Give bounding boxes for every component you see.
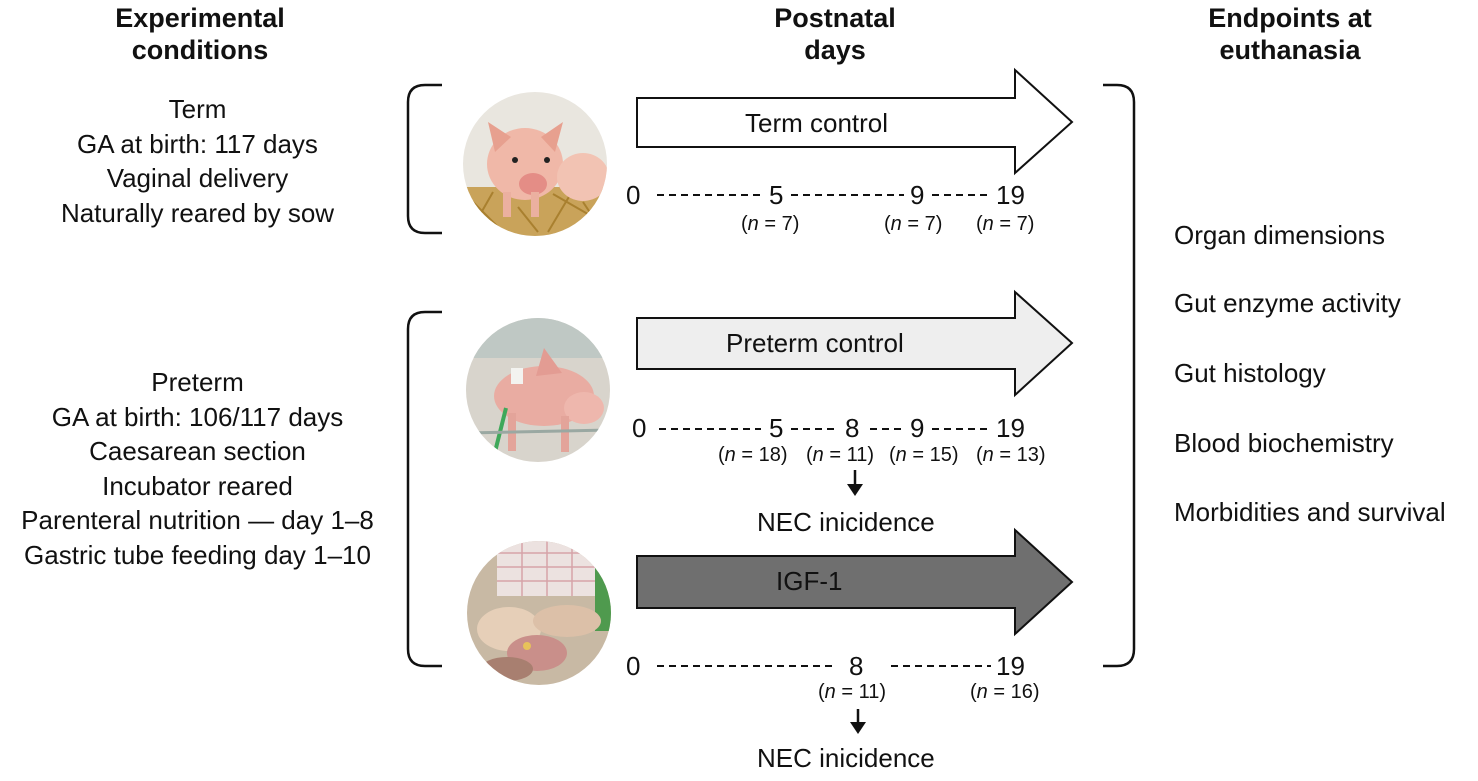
preterm-bracket [406,310,442,668]
igf-arrow-label: IGF-1 [776,566,843,596]
preterm-line: Caesarean section [89,436,306,466]
preterm-line: Parenteral nutrition — day 1–8 [21,505,374,535]
down-arrow-icon [847,470,863,496]
preterm-conditions: Preterm GA at birth: 106/117 days Caesar… [0,365,395,572]
preterm-control-arrow-label: Preterm control [726,328,904,358]
preterm-piglet-photo [466,318,610,462]
endpoints-bracket [1103,83,1136,668]
preterm-line: GA at birth: 106/117 days [51,401,344,432]
endpoint-item: Morbidities and survival [1174,497,1446,527]
sample-size: (n = 13) [976,444,1046,466]
nec-incidence-label: NEC inicidence [757,743,935,773]
sample-size: (n = 15) [889,444,959,466]
term-line: Naturally reared by sow [60,197,335,228]
header-endpoints-line1: Endpoints at [1208,3,1372,33]
sample-size: (n = 11) [818,681,887,703]
igf-treatment-photo [467,541,611,685]
endpoint-item: Blood biochemistry [1174,428,1394,458]
term-conditions: Term GA at birth: 117 days Vaginal deliv… [20,92,375,230]
term-arrow-label: Term control [745,108,889,138]
term-line: Term [168,94,227,124]
term-piglet-photo [463,92,607,236]
sample-size: (n = 16) [970,681,1040,703]
preterm-line: Preterm [151,367,244,397]
header-endpoints: Endpoints at euthanasia [1145,2,1435,66]
timeline-day: 8 [849,651,864,681]
preterm-line: Incubator reared [102,470,293,501]
timeline-day: 19 [996,413,1025,443]
term-line: Vaginal delivery [106,163,289,193]
timeline-day: 0 [632,413,647,443]
header-days-line2: days [804,35,866,65]
term-line: GA at birth: 117 days [77,128,318,159]
timeline-day: 5 [769,180,784,210]
timeline-day: 9 [910,180,925,210]
header-days: Postnatal days [690,2,980,66]
sample-size: (n = 18) [718,444,788,466]
endpoint-item: Gut enzyme activity [1174,288,1401,318]
sample-size: (n = 7) [884,213,943,235]
preterm-control-arrow [636,289,1074,398]
header-days-line1: Postnatal [774,3,896,33]
endpoint-item: Organ dimensions [1174,220,1385,250]
timeline-day: 19 [996,180,1025,210]
igf-arrow [636,527,1074,637]
timeline-day: 5 [769,413,784,443]
timeline-day: 19 [996,651,1025,681]
sample-size: (n = 11) [806,444,875,466]
header-conditions-line2: conditions [131,35,269,65]
down-arrow-icon [850,709,866,734]
sample-size: (n = 7) [976,213,1035,235]
term-bracket [406,83,442,235]
timeline-day: 0 [626,180,641,210]
timeline-day: 0 [626,651,641,681]
preterm-line: Gastric tube feeding day 1–10 [24,539,371,570]
timeline-day: 8 [845,413,860,443]
term-arrow [636,67,1074,176]
header-conditions-line1: Experimental [115,3,285,33]
header-conditions: Experimental conditions [60,2,340,66]
header-endpoints-line2: euthanasia [1219,35,1361,65]
timeline-day: 9 [910,413,925,443]
sample-size: (n = 7) [741,213,800,235]
nec-incidence-label: NEC inicidence [757,507,935,537]
endpoint-item: Gut histology [1174,358,1326,388]
